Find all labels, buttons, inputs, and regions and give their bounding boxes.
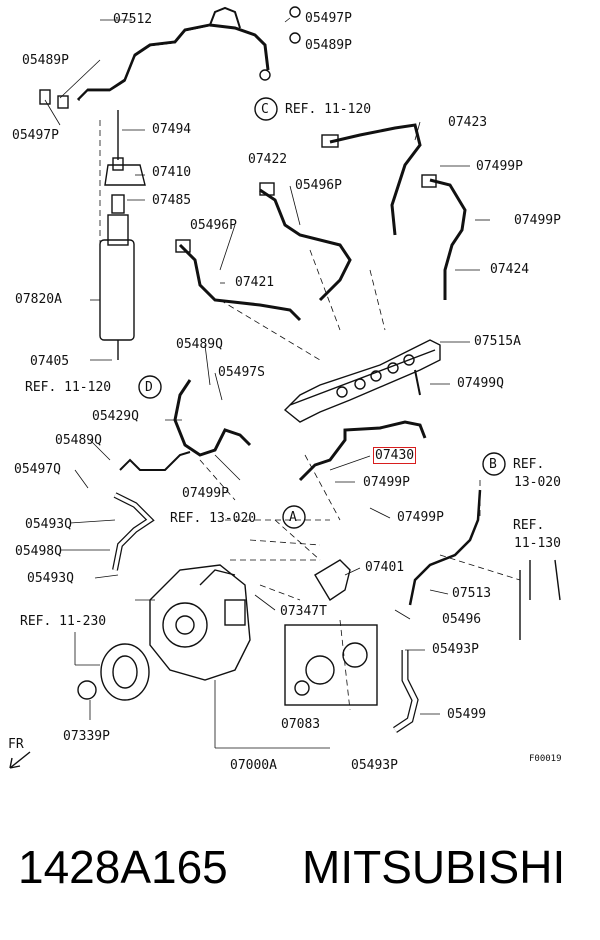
part-label: 07421 <box>235 275 275 290</box>
callout-letter: A <box>289 510 297 525</box>
callout-circle-d <box>138 375 162 399</box>
part-label: 05496P <box>295 178 342 193</box>
part-label: 05496P <box>190 218 237 233</box>
part-label-highlighted: 07430 <box>372 447 417 464</box>
part-label: 07499P <box>476 159 523 174</box>
pipe-07430 <box>298 420 427 482</box>
pipe-07512 <box>76 23 270 102</box>
pipe-07423 <box>329 123 422 236</box>
direction-label: FR <box>8 737 24 752</box>
callout-circle-b <box>482 452 506 476</box>
figure-code: F00019 <box>529 754 562 764</box>
part-label: 07000A <box>230 758 277 773</box>
part-label: 05499 <box>447 707 487 722</box>
rail-07515A <box>283 339 441 423</box>
ref-label: REF. 11-120 <box>285 102 372 117</box>
part-label: 07499P <box>363 475 410 490</box>
ref-label: REF. <box>513 457 545 472</box>
ref-label: 11-130 <box>514 536 561 551</box>
part-label: 05498Q <box>15 544 62 559</box>
part-label: 05497Q <box>14 462 61 477</box>
injector-07820A <box>99 239 135 341</box>
ref-label: 13-020 <box>514 475 561 490</box>
part-label: 07339P <box>63 729 110 744</box>
part-label: 05489Q <box>176 337 223 352</box>
part-label: 07820A <box>15 292 62 307</box>
part-label: 05497P <box>12 128 59 143</box>
pipe-07512-b <box>209 6 241 29</box>
callout-letter: B <box>489 457 497 472</box>
part-label: 05489P <box>305 38 352 53</box>
brand-name: MITSUBISHI <box>302 841 566 893</box>
part-label: 07422 <box>248 152 288 167</box>
ref-label: REF. 13-020 <box>170 511 257 526</box>
callout-circle-c <box>254 97 278 121</box>
pipe-05429Q <box>173 379 252 457</box>
part-label: 07423 <box>448 115 488 130</box>
callout-letter: C <box>261 102 269 117</box>
part-label: 07424 <box>490 262 530 277</box>
pipe-07513 <box>408 489 482 606</box>
pipe-07421 <box>178 243 302 322</box>
part-label: 05429Q <box>92 409 139 424</box>
part-label: 07401 <box>365 560 405 575</box>
part-label: 07515A <box>474 334 521 349</box>
part-label: 05493P <box>432 642 479 657</box>
sprocket <box>100 643 150 701</box>
part-label: 05497S <box>218 365 265 380</box>
part-label: 07405 <box>30 354 70 369</box>
part-label: 05493Q <box>27 571 74 586</box>
pump-07000A <box>149 564 251 681</box>
part-label: 07410 <box>152 165 192 180</box>
part-label: 07347T <box>280 604 327 619</box>
diagram-drawing <box>9 6 561 769</box>
parts-diagram: 07512 05497P 05489P 05489P 05497P REF. 1… <box>8 6 562 773</box>
part-label: 05489P <box>22 53 69 68</box>
box-07083 <box>284 624 378 706</box>
part-label: 07499Q <box>457 376 504 391</box>
part-label: 07083 <box>281 717 321 732</box>
callout-letter: D <box>145 380 153 395</box>
pipe-07422 <box>259 188 352 302</box>
caption: 1428A165 MITSUBISHI <box>0 830 600 910</box>
part-label: 05493Q <box>25 517 72 532</box>
part-label: 05496 <box>442 612 482 627</box>
part-label: 05493P <box>351 758 398 773</box>
part-label: 07513 <box>452 586 492 601</box>
ref-label: REF. <box>513 518 545 533</box>
ref-label: REF. 11-120 <box>25 380 112 395</box>
ref-label: REF. 11-230 <box>20 614 107 629</box>
part-label: 07499P <box>182 486 229 501</box>
part-number: 1428A165 <box>18 841 228 893</box>
part-label: 07512 <box>113 12 153 27</box>
part-label: 07499P <box>397 510 444 525</box>
part-label: 07499P <box>514 213 561 228</box>
part-label: 05497P <box>305 11 352 26</box>
part-label: 07494 <box>152 122 192 137</box>
callout-circle-a <box>282 505 306 529</box>
part-label: 07485 <box>152 193 192 208</box>
fr-arrow <box>9 751 31 769</box>
part-label: 05489Q <box>55 433 102 448</box>
pipe-07424 <box>429 178 467 300</box>
